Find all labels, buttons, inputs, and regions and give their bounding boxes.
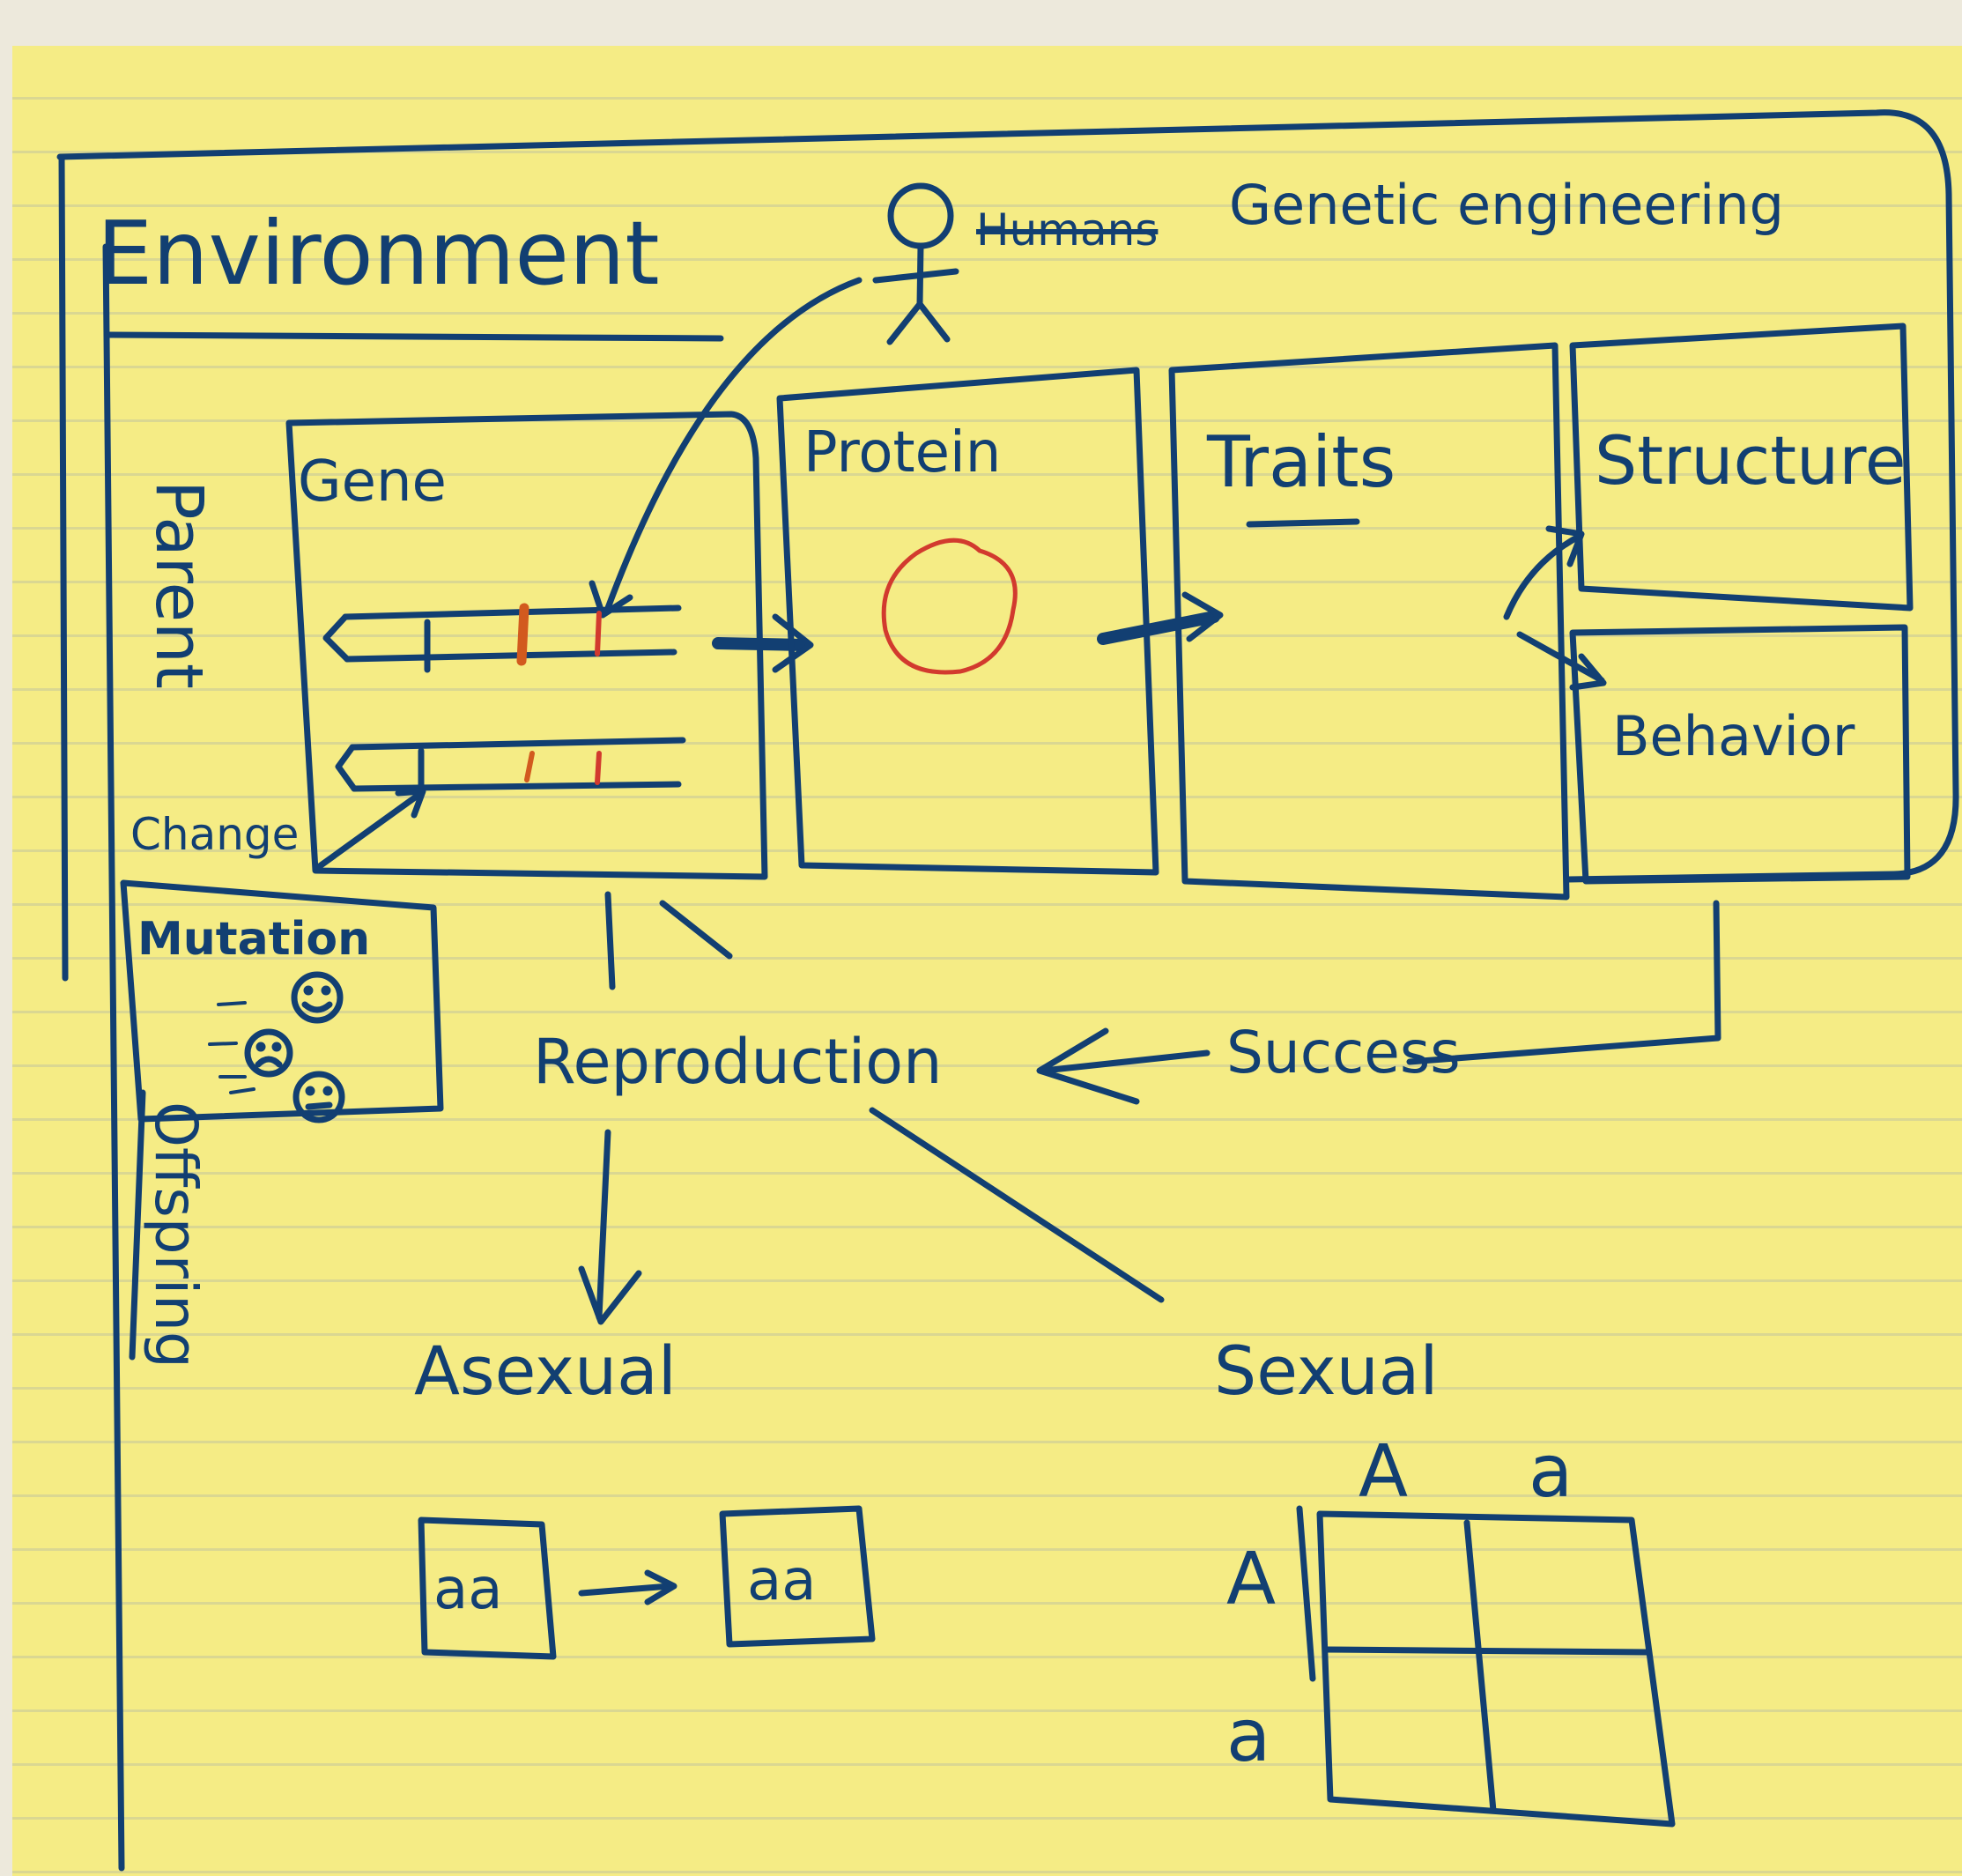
protein-label: Protein bbox=[803, 420, 1002, 486]
reproduction-label: Reproduction bbox=[533, 1026, 943, 1098]
chromosome-bottom bbox=[335, 737, 686, 797]
success-arrow bbox=[1040, 1049, 1211, 1074]
gene-box bbox=[285, 411, 768, 880]
gene-to-reproduction-stroke bbox=[604, 891, 616, 990]
sexual-label: Sexual bbox=[1214, 1331, 1439, 1410]
genetic-engineering-label: Genetic engineering bbox=[1229, 173, 1784, 237]
change-label: Change bbox=[130, 809, 300, 860]
happy-face-icon bbox=[291, 971, 344, 1024]
asexual-arrow bbox=[596, 1129, 611, 1321]
crossed-out-humans: Humans bbox=[976, 204, 1159, 256]
success-loop bbox=[1406, 900, 1721, 1065]
change-arrow bbox=[314, 790, 425, 871]
structure-box bbox=[1569, 323, 1914, 612]
parent-genotype: aa bbox=[433, 1557, 503, 1622]
punnett-row-header-1: A bbox=[1226, 1538, 1277, 1621]
mutation-label: Mutation bbox=[137, 913, 371, 966]
neutral-face-icon bbox=[292, 1071, 345, 1123]
traits-box bbox=[1168, 342, 1570, 901]
punnett-col-header-2: a bbox=[1529, 1430, 1573, 1514]
sexual-stroke bbox=[869, 1107, 1165, 1303]
mutation-box bbox=[120, 879, 444, 1123]
stick-figure-icon bbox=[872, 182, 959, 345]
environment-frame bbox=[56, 109, 1959, 883]
offspring-genotype-box bbox=[719, 1505, 876, 1648]
punnett-col-header-1: A bbox=[1359, 1430, 1409, 1514]
gene-label: Gene bbox=[298, 449, 447, 515]
environment-underline bbox=[104, 331, 724, 342]
sad-face-icon bbox=[244, 1028, 293, 1078]
parent-label: Parent bbox=[141, 480, 217, 689]
traits-to-structure-arrow bbox=[1503, 534, 1581, 620]
offspring-genotype: aa bbox=[747, 1548, 817, 1613]
punnett-square bbox=[1296, 1505, 1676, 1828]
chromosome-top bbox=[322, 604, 682, 673]
environment-title: Environment bbox=[97, 202, 660, 305]
legal-pad-background bbox=[12, 46, 1962, 1876]
parent-genotype-box bbox=[418, 1516, 557, 1660]
traits-to-behavior-arrow bbox=[1516, 631, 1605, 684]
genetic-engineering-arrow bbox=[604, 277, 863, 612]
punnett-row-header-2: a bbox=[1226, 1694, 1271, 1778]
structure-label: Structure bbox=[1595, 421, 1906, 500]
behavior-box bbox=[1569, 624, 1911, 885]
behavior-label: Behavior bbox=[1612, 704, 1855, 768]
environment-frame-left-lower bbox=[102, 243, 125, 1872]
offspring-label: Offspring bbox=[142, 1101, 210, 1368]
success-label: Success bbox=[1226, 1019, 1461, 1086]
traits-underline bbox=[1246, 518, 1360, 528]
traits-label: Traits bbox=[1207, 421, 1396, 503]
protein-box bbox=[776, 367, 1159, 876]
asexual-arrow-right bbox=[578, 1583, 673, 1597]
protein-to-traits-arrow bbox=[1097, 611, 1220, 645]
protein-shape bbox=[881, 538, 1018, 675]
environment-frame-left bbox=[58, 153, 69, 982]
asexual-label: Asexual bbox=[414, 1331, 677, 1410]
